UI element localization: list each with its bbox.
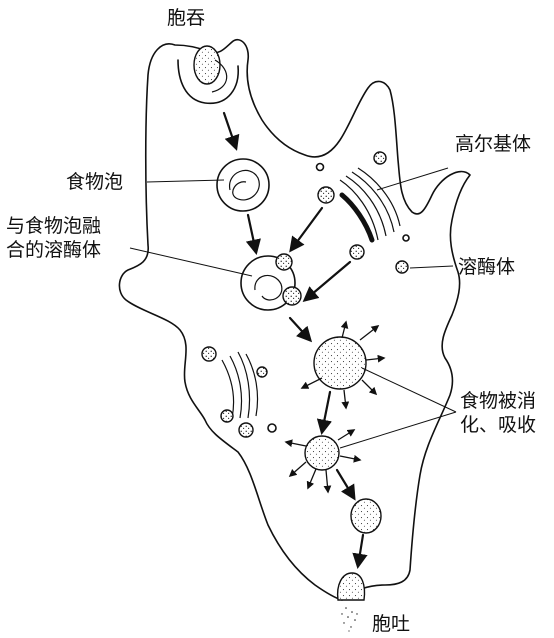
fused-lysosome-top [275, 253, 293, 271]
label-golgi: 高尔基体 [455, 133, 531, 155]
vesicle-small-1 [315, 162, 325, 172]
label-digested-line1: 食物被消 [460, 390, 536, 412]
engulfed-particle [193, 45, 221, 85]
label-digested-line2: 化、吸收 [460, 414, 536, 436]
lower-vesicle-4 [238, 422, 254, 438]
cell-membrane [118, 38, 471, 601]
golgi-apparatus-upper [339, 167, 401, 243]
leader-digested-2 [339, 411, 457, 449]
vesicle-small-2 [402, 234, 410, 242]
lower-vesicle-3 [220, 409, 234, 423]
arrow-to-small-vacuole [316, 390, 332, 436]
label-phagocytosis: 胞吞 [167, 7, 205, 29]
expelled-particles [341, 607, 358, 632]
lower-vesicle-2 [256, 366, 268, 378]
golgi-vesicle-2 [349, 244, 365, 260]
arrow-golgi-to-fused-1 [289, 206, 324, 253]
lower-vesicle-1 [201, 346, 217, 362]
label-fused-lysosome-line2: 合的溶酶体 [6, 239, 101, 261]
leader-lysosome [409, 265, 454, 269]
label-fused-lysosome-line1: 与食物泡融 [6, 215, 101, 237]
arrow-to-residual [335, 468, 356, 501]
lysosome-indicated [395, 260, 409, 274]
fused-vacuole-content [254, 274, 283, 301]
label-exocytosis: 胞吐 [372, 613, 410, 635]
food-vacuole [216, 158, 270, 212]
small-digestion-vacuole [304, 435, 340, 471]
label-food-vacuole: 食物泡 [66, 171, 123, 193]
phagocytosis-cup [177, 59, 239, 105]
food-vacuole-content [229, 169, 260, 201]
golgi-apparatus-lower [221, 351, 259, 419]
exocytosis-vesicle [336, 572, 366, 601]
golgi-vesicle-1 [317, 186, 335, 204]
arrow-to-food-vacuole [222, 111, 240, 151]
leader-food-vacuole [146, 179, 225, 183]
digestion-rays-1 [300, 320, 386, 410]
pseudopod-fold [211, 59, 228, 93]
lower-vesicle-5 [267, 423, 277, 433]
fused-lysosome-bottom [282, 286, 302, 306]
digestion-rays-2 [284, 429, 362, 494]
arrow-to-fused-lysosome [245, 213, 261, 256]
label-lysosome: 溶酶体 [458, 256, 515, 278]
vesicle-upper-1 [373, 151, 387, 165]
arrow-to-exocytosis [352, 533, 368, 570]
fused-vacuole [240, 255, 296, 311]
leader-fused-lysosome [129, 247, 253, 277]
residual-vesicle [350, 498, 382, 534]
digestion-vacuole [313, 336, 367, 390]
arrow-to-digestion [288, 316, 313, 343]
leader-golgi [376, 167, 449, 191]
leader-digested-1 [361, 367, 457, 413]
arrow-golgi-to-fused-2 [302, 260, 352, 302]
